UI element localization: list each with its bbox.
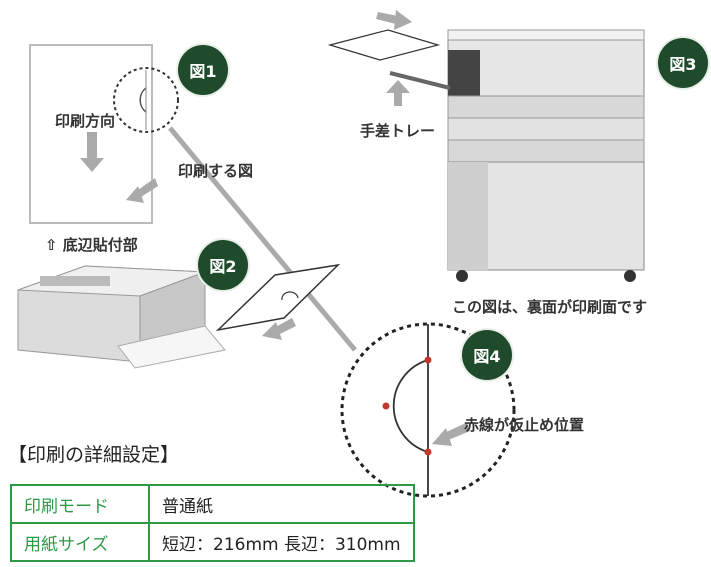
down-arrow-icon — [80, 132, 104, 172]
paper-sheet-fig2 — [215, 263, 341, 332]
tack-marker — [424, 448, 432, 456]
figure-3-badge: 図3 — [658, 38, 708, 88]
right-arrow-icon — [376, 10, 412, 30]
copier-machine — [389, 29, 645, 282]
left-arrow-icon — [126, 178, 158, 203]
red-line-note: 赤線が仮止め位置 — [464, 416, 585, 434]
figure-1-badge: 図1 — [178, 45, 228, 95]
manual-tray-label: 手差トレー — [360, 122, 436, 140]
settings-table: 印刷モード 普通紙 用紙サイズ 短辺：216mm 長辺：310mm — [10, 484, 415, 562]
settings-heading: 【印刷の詳細設定】 — [8, 444, 180, 466]
figure-4-badge: 図4 — [462, 330, 512, 380]
figure-2-badge: 図2 — [198, 240, 248, 290]
left-arrow-icon — [262, 318, 296, 340]
paper-sheet — [29, 44, 179, 224]
paper-sheet-fig3 — [327, 29, 441, 61]
table-row: 印刷モード 普通紙 — [10, 484, 415, 524]
back-side-note: この図は、裏面が印刷面です — [452, 298, 648, 316]
print-direction-label: 印刷方向 — [55, 112, 116, 130]
print-mode-key: 印刷モード — [10, 484, 150, 524]
bottom-edge-label: ⇧ 底辺貼付部 — [45, 236, 138, 254]
connector-line — [168, 126, 357, 352]
tack-marker — [382, 402, 390, 410]
paper-size-key: 用紙サイズ — [10, 522, 150, 562]
table-row: 用紙サイズ 短辺：216mm 長辺：310mm — [10, 522, 415, 562]
print-mode-value: 普通紙 — [148, 484, 415, 524]
up-arrow-icon — [386, 80, 410, 106]
paper-size-value: 短辺：216mm 長辺：310mm — [148, 522, 415, 562]
left-arrow-icon — [432, 423, 470, 446]
tack-marker — [424, 356, 432, 364]
laser-printer — [17, 265, 226, 369]
print-figure-label: 印刷する図 — [178, 162, 254, 180]
